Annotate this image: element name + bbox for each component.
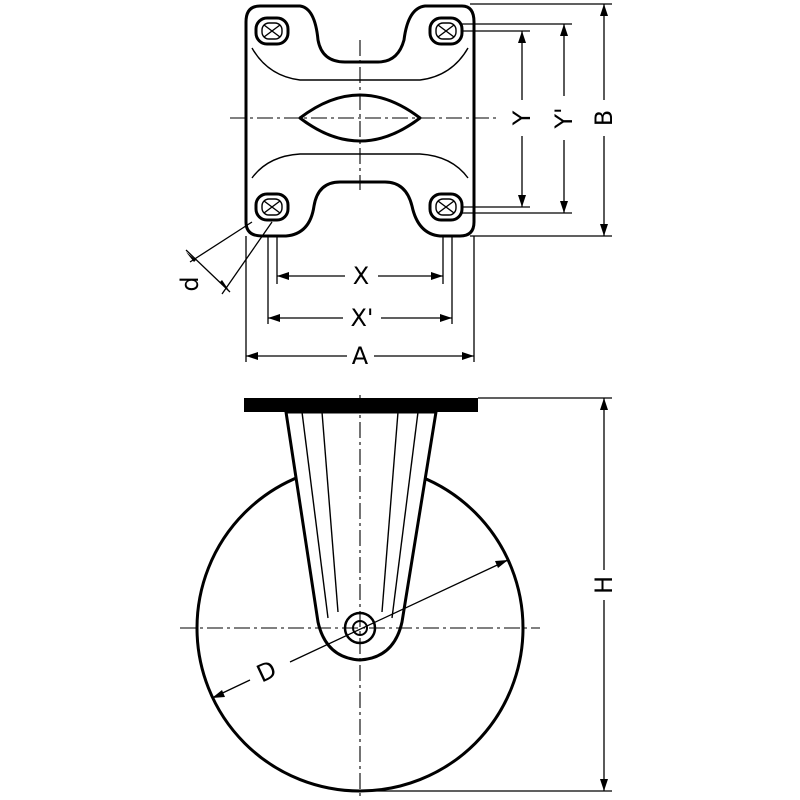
plate-outline	[244, 4, 476, 238]
fork-rib-right-outer	[391, 411, 419, 619]
dimension-x-prime-label: X'	[350, 304, 373, 332]
dimension-d-small-label: d	[176, 276, 204, 291]
mounting-slot-top-left	[254, 16, 290, 46]
dimension-b-label: B	[590, 110, 618, 126]
dimension-h: H	[360, 397, 618, 792]
dimension-y-label: Y	[508, 110, 536, 126]
dimension-y-prime: Y'	[462, 23, 578, 214]
mounting-slot-bottom-right	[428, 192, 464, 222]
fork-rib-left-outer	[301, 411, 329, 619]
mounting-slot-bottom-left	[254, 192, 290, 222]
fork-rib-left-inner	[321, 411, 339, 613]
fork-rib-right-inner	[381, 411, 399, 613]
caster-side-view	[180, 395, 540, 796]
top-plate-view	[230, 4, 500, 238]
dimension-h-label: H	[590, 576, 618, 594]
top-mounting-plate	[244, 398, 478, 412]
dimension-x-prime: X'	[267, 236, 453, 332]
dimension-y: Y	[462, 30, 536, 208]
dimension-a: A	[245, 236, 475, 370]
dimension-x-label: X	[353, 262, 369, 290]
dimension-b: B	[470, 3, 618, 237]
dimension-y-prime-label: Y'	[550, 107, 578, 129]
mounting-slot-top-right	[428, 16, 464, 46]
dimension-a-label: A	[352, 342, 369, 370]
dimension-d-label: D	[252, 655, 281, 688]
dimension-d-small: d	[176, 221, 273, 295]
dimension-x: X	[276, 236, 444, 290]
